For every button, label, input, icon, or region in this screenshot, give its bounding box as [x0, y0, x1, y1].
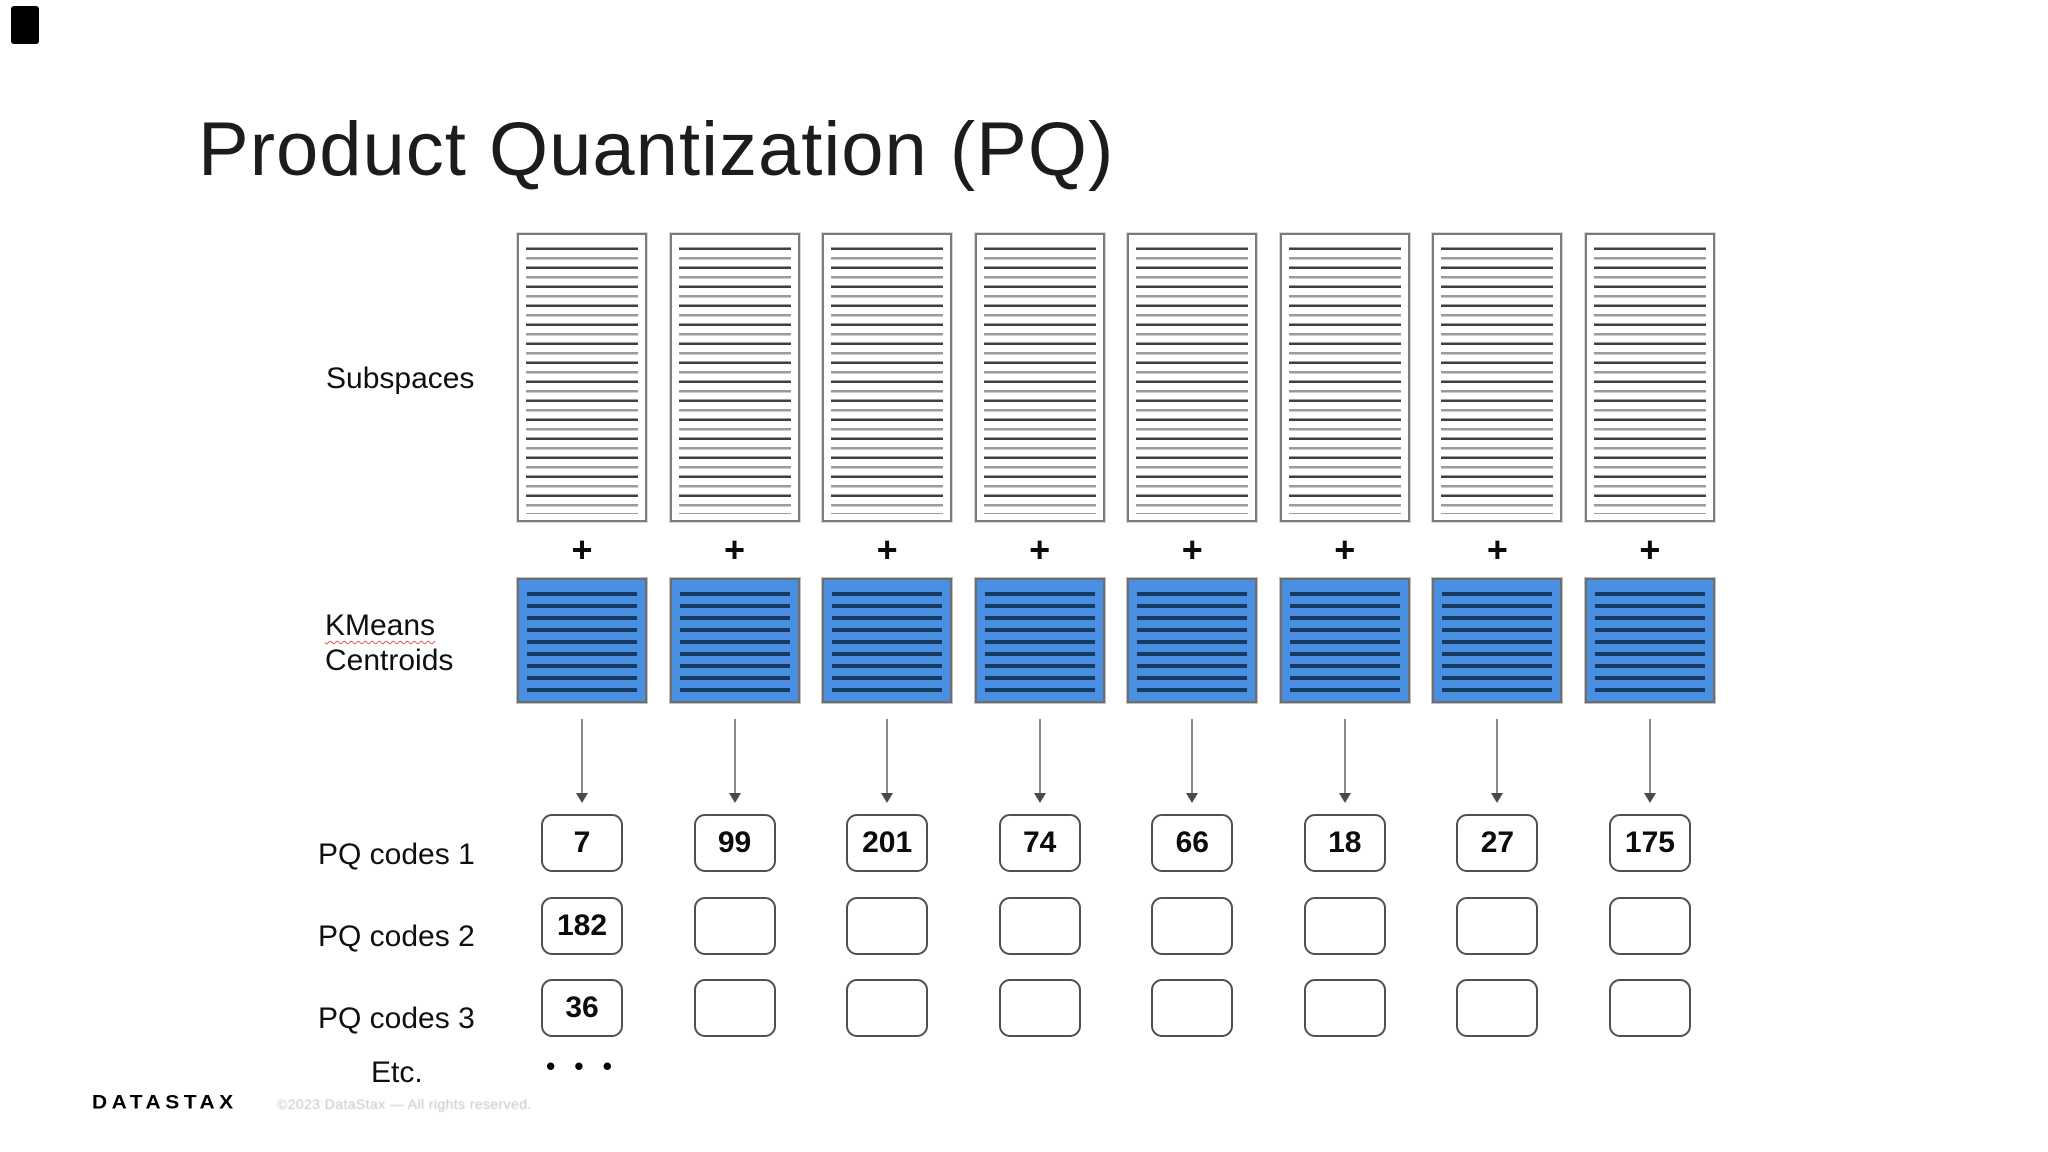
kmeans-centroid-block	[1432, 578, 1563, 703]
label-pq-codes-1: PQ codes 1	[318, 838, 475, 871]
pq-code-box	[1608, 897, 1691, 955]
plus-sign: +	[724, 529, 746, 570]
pq-column: +18	[1279, 233, 1410, 1082]
down-arrow	[576, 719, 588, 803]
kmeans-centroid-block	[669, 578, 800, 703]
ellipsis-dots: • • •	[546, 1051, 618, 1081]
down-arrow	[1643, 719, 1656, 803]
pq-code-box: 27	[1456, 814, 1539, 872]
kmeans-centroid-block	[1584, 578, 1715, 703]
pq-code-box	[846, 979, 929, 1037]
pq-column: +27	[1432, 233, 1563, 1082]
pq-column: +66	[1127, 233, 1258, 1082]
label-etc: Etc.	[371, 1056, 423, 1089]
subspace-matrix	[974, 233, 1105, 522]
plus-sign: +	[1334, 529, 1356, 570]
label-kmeans: KMeans	[325, 609, 436, 642]
kmeans-centroid-block	[1127, 578, 1258, 703]
pq-code-box	[1303, 979, 1386, 1037]
subspace-matrix	[1279, 233, 1410, 522]
pq-column: +99	[669, 233, 800, 1082]
arrow-head-icon	[728, 793, 741, 803]
plus-sign: +	[1486, 529, 1508, 570]
plus-sign: +	[876, 529, 898, 570]
pq-column: +7 182 36 • • •	[517, 233, 647, 1082]
copyright-text: ©2023 DataStax — All rights reserved.	[277, 1096, 532, 1112]
kmeans-centroid-block	[822, 578, 953, 703]
arrow-head-icon	[1338, 793, 1351, 803]
down-arrow	[728, 719, 741, 803]
pq-code-box	[998, 979, 1081, 1037]
arrow-head-icon	[576, 793, 588, 803]
pq-code-box	[1303, 897, 1386, 955]
pq-column: +201	[822, 233, 953, 1082]
pq-code-box	[998, 897, 1081, 955]
label-pq-codes-2: PQ codes 2	[318, 920, 475, 953]
down-arrow	[1491, 719, 1504, 803]
label-pq-codes-3: PQ codes 3	[318, 1002, 475, 1035]
pq-column: +74	[974, 233, 1105, 1082]
label-kmeans-centroids: KMeans Centroids	[325, 608, 453, 678]
down-arrow	[1033, 719, 1046, 803]
pq-code-box	[1608, 979, 1691, 1037]
arrow-head-icon	[1643, 793, 1656, 803]
plus-sign: +	[1639, 529, 1661, 570]
pq-code-box: 99	[693, 814, 776, 872]
pq-code-box: 182	[541, 897, 623, 955]
pq-code-box	[693, 979, 776, 1037]
subspace-matrix	[517, 233, 647, 522]
datastax-logo: DATASTAX	[92, 1092, 238, 1114]
pq-code-box	[1456, 979, 1539, 1037]
page-title: Product Quantization (PQ)	[198, 107, 1115, 192]
pq-code-box	[1151, 979, 1234, 1037]
pq-code-box: 201	[846, 814, 929, 872]
subspace-matrix	[822, 233, 953, 522]
pq-code-box: 74	[998, 814, 1081, 872]
kmeans-centroid-block	[974, 578, 1105, 703]
corner-mark	[11, 6, 39, 44]
pq-code-box: 66	[1151, 814, 1234, 872]
plus-sign: +	[1181, 529, 1203, 570]
pq-code-box	[1151, 897, 1234, 955]
pq-code-box: 18	[1303, 814, 1386, 872]
label-centroids: Centroids	[325, 644, 454, 677]
kmeans-centroid-block	[1279, 578, 1410, 703]
subspace-matrix	[1127, 233, 1258, 522]
arrow-head-icon	[881, 793, 894, 803]
subspace-matrix	[1432, 233, 1563, 522]
kmeans-centroid-block	[517, 578, 647, 703]
down-arrow	[1186, 719, 1199, 803]
arrow-head-icon	[1186, 793, 1199, 803]
arrow-head-icon	[1033, 793, 1046, 803]
pq-code-box: 7	[541, 814, 623, 872]
pq-code-box	[1456, 897, 1539, 955]
down-arrow	[1338, 719, 1351, 803]
subspace-matrix	[1584, 233, 1715, 522]
arrow-head-icon	[1491, 793, 1504, 803]
plus-sign: +	[571, 529, 593, 570]
label-subspaces: Subspaces	[326, 362, 475, 395]
pq-code-box	[846, 897, 929, 955]
pq-code-box: 36	[541, 979, 623, 1037]
pq-code-box: 175	[1608, 814, 1691, 872]
plus-sign: +	[1029, 529, 1051, 570]
pq-code-box	[693, 897, 776, 955]
subspace-matrix	[669, 233, 800, 522]
down-arrow	[881, 719, 894, 803]
pq-column: +175	[1584, 233, 1715, 1082]
